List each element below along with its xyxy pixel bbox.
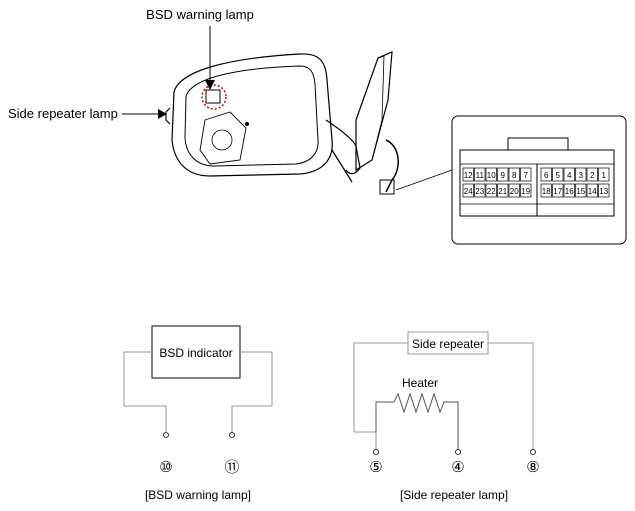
connector-pin-number: 24	[464, 187, 473, 196]
connector-pin-number: 22	[487, 187, 496, 196]
bsd-arrow	[205, 26, 215, 90]
connector-pin-cell	[552, 167, 564, 182]
connector-pin-number: 11	[476, 171, 485, 180]
connector-pin-number: 2	[590, 171, 595, 180]
connector-pin-number: 18	[542, 187, 551, 196]
connector-pin-number: 10	[487, 171, 496, 180]
bsd-lamp-highlight	[201, 84, 227, 110]
connector-pin-number: 1	[602, 171, 607, 180]
repeater-pin-c-terminal	[530, 449, 536, 455]
connector-leader	[395, 169, 453, 191]
repeater-wire-right	[488, 342, 534, 450]
connector-pin-cell	[462, 183, 474, 198]
connector-pin-number: 16	[565, 187, 574, 196]
connector-pin-cell	[575, 167, 587, 182]
connector-pin-number: 5	[556, 171, 561, 180]
side-repeater-lamp-label: Side repeater lamp	[8, 106, 118, 121]
bsd-caption: [BSD warning lamp]	[145, 488, 251, 502]
bsd-warning-lamp-label: BSD warning lamp	[146, 7, 254, 22]
bsd-pin-right-terminal	[229, 432, 235, 438]
connector-pin-cell	[563, 167, 575, 182]
connector-pin-number: 13	[599, 187, 608, 196]
bsd-pin-right-label: ⑪	[224, 458, 239, 476]
connector-pin-number: 3	[579, 171, 584, 180]
connector-pin-cell	[508, 167, 520, 182]
bsd-schematic: BSD indicator ⑩ ⑪ [BSD warning lamp]	[123, 325, 273, 502]
side-repeater-label: Side repeater	[412, 337, 484, 351]
connector-pin-cell	[520, 183, 532, 198]
connector-inset	[451, 115, 627, 245]
heater-resistor	[375, 392, 459, 450]
bsd-indicator-label: BSD indicator	[159, 346, 232, 360]
heater-pin-b-terminal	[455, 449, 461, 455]
repeater-schematic: Side repeater Heater ⑤ ④ ⑧ [Side repeate…	[353, 331, 540, 502]
connector-pin-cell	[540, 183, 552, 198]
connector-pin-cell	[474, 183, 486, 198]
connector-pin-number: 8	[512, 171, 517, 180]
connector-pin-cell	[497, 167, 509, 182]
heater-label: Heater	[402, 376, 438, 390]
connector-pin-cell	[497, 183, 509, 198]
bsd-wire-right	[231, 351, 273, 432]
connector-pin-number: 23	[475, 187, 484, 196]
connector-pin-cell	[598, 183, 610, 198]
repeater-pin-a-terminal	[373, 449, 379, 455]
connector-pin-number: 14	[588, 187, 597, 196]
connector-pin-number: 15	[576, 187, 585, 196]
connector-pin-cell	[540, 167, 552, 182]
connector-pin-cell	[552, 183, 564, 198]
repeater-wire-left	[353, 342, 408, 450]
connector-pin-number: 7	[524, 171, 529, 180]
connector-pin-cell	[586, 183, 598, 198]
connector-pin-cell	[586, 167, 598, 182]
connector-pin-cell	[598, 167, 610, 182]
connector-pin-number: 20	[510, 187, 519, 196]
connector-pin-cell	[508, 183, 520, 198]
connector-pin-cell	[563, 183, 575, 198]
connector-pin-number: 17	[553, 187, 562, 196]
connector-pin-cell	[485, 183, 497, 198]
bsd-pin-left-label: ⑩	[159, 458, 172, 476]
connector-pin-cell	[485, 167, 497, 182]
heater-pin-b-label: ④	[451, 458, 464, 476]
repeater-caption: [Side repeater lamp]	[400, 488, 508, 502]
bsd-wire-left	[123, 351, 167, 432]
connector-pin-number: 4	[567, 171, 572, 180]
repeater-pin-a-label: ⑤	[369, 458, 382, 476]
connector-pin-number: 9	[501, 171, 506, 180]
connector-pin-cell	[575, 183, 587, 198]
bsd-pin-left-terminal	[163, 432, 169, 438]
connector-pin-cell	[462, 167, 474, 182]
connector-pin-number: 19	[521, 187, 530, 196]
connector-pin-cell	[474, 167, 486, 182]
connector-pin-cell	[520, 167, 532, 182]
side-repeater-arrow	[122, 109, 167, 119]
mirror-illustration	[165, 51, 399, 195]
repeater-pin-c-label: ⑧	[526, 458, 539, 476]
connector-pin-number: 6	[544, 171, 549, 180]
connector-pin-number: 12	[464, 171, 473, 180]
connector-pin-number: 21	[498, 187, 507, 196]
